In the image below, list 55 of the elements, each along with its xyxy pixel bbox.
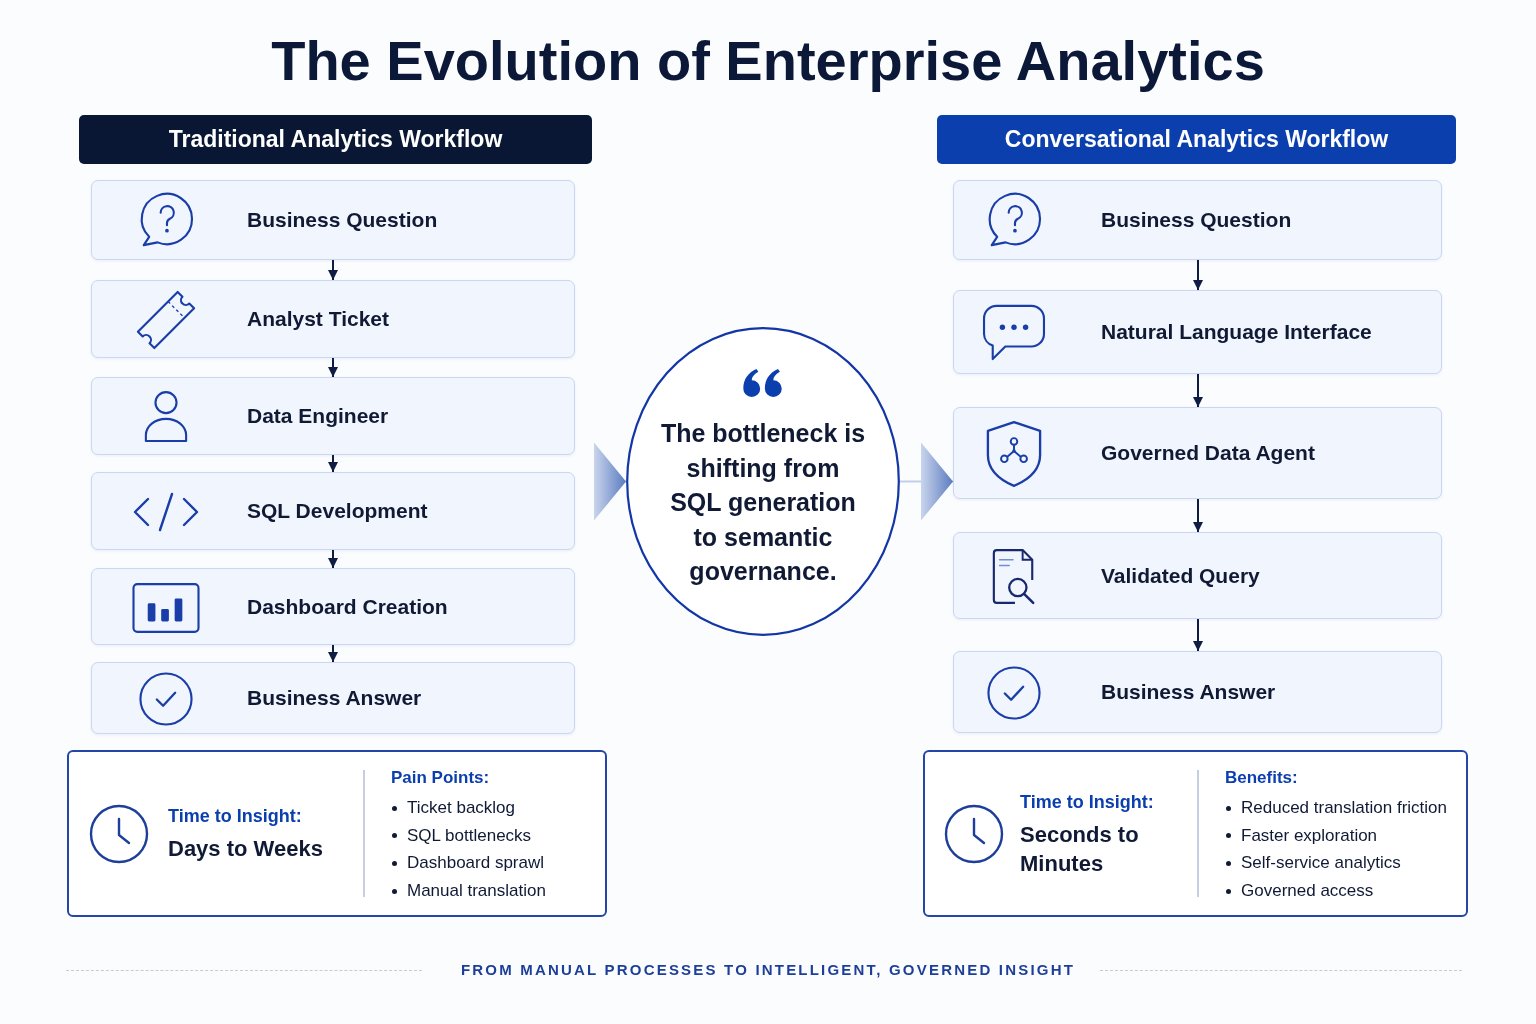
arrow: [328, 259, 338, 281]
arrow: [1193, 618, 1203, 652]
arrow: [1193, 498, 1203, 533]
step-label: Dashboard Creation: [247, 593, 448, 620]
workflow-step-card: [91, 280, 575, 358]
step-label: SQL Development: [247, 498, 428, 524]
list-heading: Pain Points:: [391, 767, 490, 789]
step-label: Natural Language Interface: [1101, 319, 1372, 345]
workflow-step-card: [91, 568, 575, 645]
step-label: Business Answer: [1101, 679, 1276, 705]
workflow-step-card: [91, 377, 575, 455]
metric-label: Time to Insight:: [168, 805, 302, 828]
metric-value: Seconds to Minutes: [1020, 820, 1140, 878]
metric-label: Time to Insight:: [1020, 790, 1154, 814]
list-item: Ticket backlog: [407, 797, 516, 819]
workflow-step-card: [953, 407, 1442, 499]
workflow-header-bar: [937, 115, 1456, 164]
workflow-header-bar: [79, 115, 592, 164]
workflow-step-card: [91, 472, 575, 550]
list-item: Governed access: [1241, 880, 1374, 903]
arrow: [328, 644, 338, 663]
quote-text: The bottleneck is shifting from SQL generation to semantic governance.: [659, 418, 867, 587]
step-label: Governed Data Agent: [1101, 440, 1315, 466]
step-label: Data Engineer: [247, 403, 389, 429]
footer-tagline: FROM MANUAL PROCESSES TO INTELLIGENT, GOVERNED INSIGHT: [460, 961, 1076, 978]
workflow-step-card: [91, 180, 575, 260]
list-item: SQL bottlenecks: [407, 824, 532, 847]
arrow: [328, 549, 338, 569]
workflow-heading: Traditional Analytics Workflow: [168, 126, 503, 153]
arrow: [1193, 373, 1203, 408]
workflow-step-card: [91, 662, 575, 734]
list-item: Self-service analytics: [1241, 852, 1401, 875]
summary-panel: [67, 750, 607, 917]
workflow-step-card: [953, 180, 1442, 260]
arrow: [328, 357, 338, 378]
list-heading: Benefits:: [1225, 767, 1298, 789]
arrow: [328, 454, 338, 473]
summary-panel: [923, 750, 1468, 917]
workflow-step-card: [953, 290, 1442, 374]
step-label: Analyst Ticket: [247, 306, 389, 332]
page-title: The Evolution of Enterprise Analytics: [270, 28, 1266, 94]
metric-value: Days to Weeks: [168, 835, 323, 863]
step-label: Validated Query: [1101, 562, 1260, 589]
step-label: Business Answer: [247, 685, 422, 711]
list-item: Faster exploration: [1241, 824, 1378, 847]
list-item: Dashboard sprawl: [407, 852, 544, 875]
list-item: Manual translation: [407, 880, 546, 903]
step-label: Business Question: [1101, 207, 1292, 233]
step-label: Business Question: [247, 207, 438, 233]
workflow-step-card: [953, 532, 1442, 619]
quote-ellipse: [626, 327, 900, 636]
workflow-step-card: [953, 651, 1442, 733]
workflow-heading: Conversational Analytics Workflow: [1004, 126, 1389, 153]
list-item: Reduced translation friction: [1241, 797, 1447, 819]
arrow: [1193, 259, 1203, 291]
